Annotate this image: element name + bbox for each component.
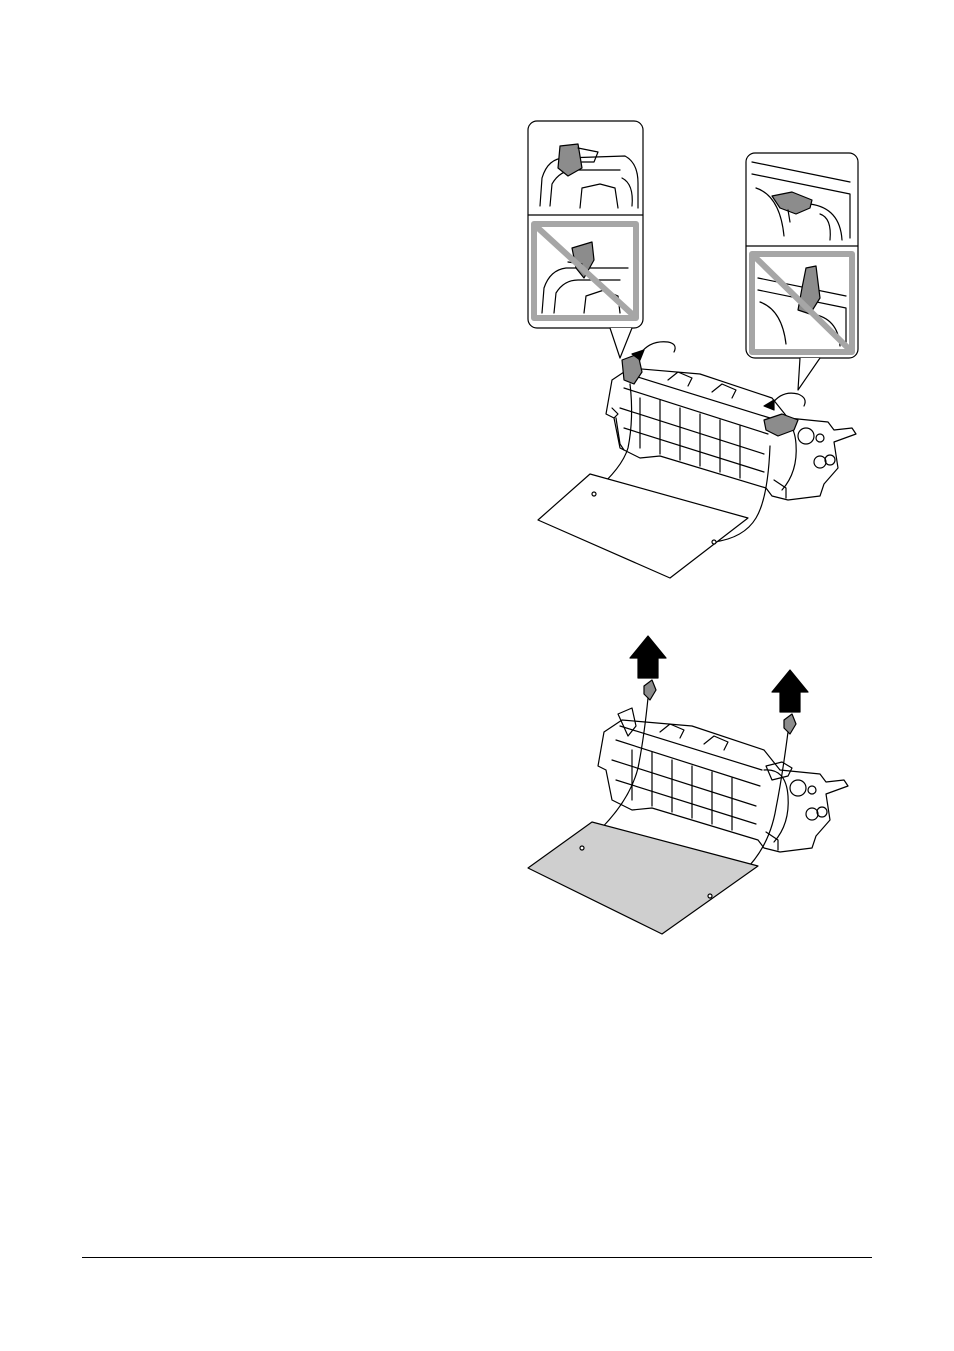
- right-callout: [746, 153, 858, 390]
- fuser-lever-svg: [520, 118, 870, 588]
- right-up-arrow: [772, 670, 808, 712]
- paper-sheet-gray: [528, 822, 758, 934]
- fuser-lever-illustration: [520, 118, 870, 588]
- footer-rule: [82, 1257, 872, 1258]
- left-callout: [528, 121, 643, 358]
- fuser-unit-bottom: [598, 708, 848, 852]
- remove-spacer-illustration: [520, 628, 870, 940]
- left-spacer-tab: [644, 680, 656, 700]
- paper-sheet: [538, 474, 748, 578]
- right-spacer-tab: [784, 714, 796, 734]
- left-up-arrow: [630, 636, 666, 678]
- fuser-unit: [606, 342, 856, 500]
- remove-spacer-svg: [520, 628, 870, 940]
